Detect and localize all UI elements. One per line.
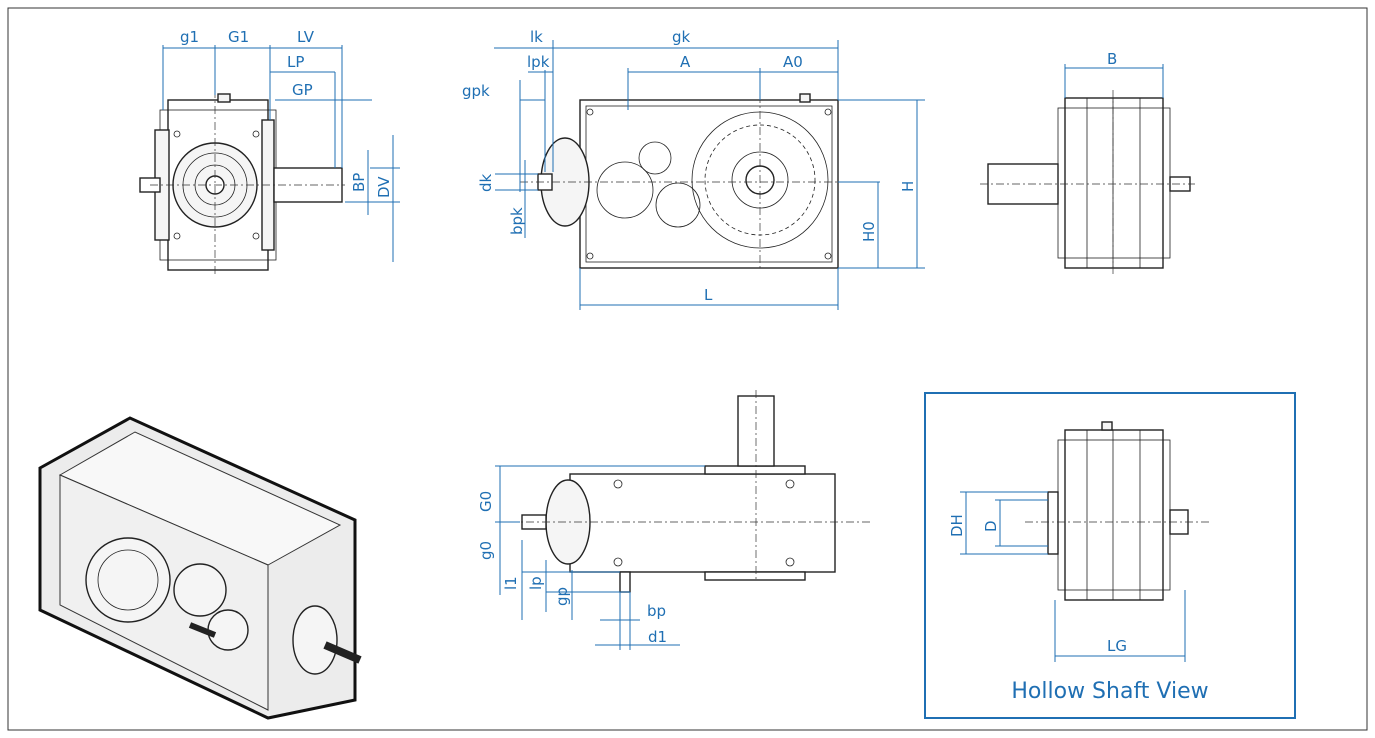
dim-H: H bbox=[899, 181, 917, 192]
dim-l1: l1 bbox=[502, 576, 520, 590]
hollow-shaft-box bbox=[924, 392, 1296, 719]
dim-LV: LV bbox=[297, 28, 315, 46]
hollow-shaft-caption: Hollow Shaft View bbox=[1011, 679, 1208, 704]
end-housing bbox=[1064, 97, 1164, 269]
top-housing bbox=[569, 473, 836, 573]
dim-LP: LP bbox=[287, 53, 304, 71]
iso-input-bearing bbox=[292, 605, 338, 675]
top-view: G0 g0 l1 lp gp bp d1 bbox=[477, 390, 870, 650]
dim-gk: gk bbox=[672, 28, 691, 46]
hollow-housing bbox=[1064, 429, 1164, 601]
dim-DH: DH bbox=[948, 514, 966, 537]
dim-D: D bbox=[982, 520, 1000, 532]
front-view: lk gk lpk A A0 gpk dk bpk H0 H L bbox=[462, 28, 925, 310]
dim-lk: lk bbox=[530, 28, 543, 46]
dim-bp: bp bbox=[647, 602, 666, 620]
isometric-view bbox=[38, 416, 362, 720]
dim-GP: GP bbox=[292, 81, 313, 99]
dim-lpk: lpk bbox=[527, 53, 550, 71]
dim-dk: dk bbox=[477, 173, 495, 192]
dim-gp: gp bbox=[553, 587, 571, 606]
dim-lp: lp bbox=[527, 576, 545, 590]
dim-A: A bbox=[680, 53, 691, 71]
dim-DV: DV bbox=[375, 176, 393, 198]
dim-B: B bbox=[1107, 50, 1117, 68]
front-housing bbox=[579, 99, 839, 269]
dim-A0: A0 bbox=[783, 53, 803, 71]
dim-LG: LG bbox=[1107, 637, 1127, 655]
iso-output-bore bbox=[85, 537, 171, 623]
sheet-border bbox=[7, 7, 1368, 731]
dim-H0: H0 bbox=[860, 221, 878, 242]
side-view: g1 G1 LV LP GP BP DV bbox=[139, 28, 400, 275]
end-view: B bbox=[980, 50, 1195, 275]
dim-d1: d1 bbox=[648, 628, 667, 646]
dim-L: L bbox=[704, 286, 713, 304]
dim-gpk: gpk bbox=[462, 82, 490, 100]
dim-BP: BP bbox=[350, 173, 368, 192]
dim-bpk: bpk bbox=[508, 207, 526, 235]
hollow-shaft-panel: DH D LG Hollow Shaft View bbox=[924, 392, 1296, 719]
dim-G0: G0 bbox=[477, 491, 495, 512]
dim-g1: g1 bbox=[180, 28, 199, 46]
dim-G1: G1 bbox=[228, 28, 249, 46]
dim-g0: g0 bbox=[477, 541, 495, 560]
